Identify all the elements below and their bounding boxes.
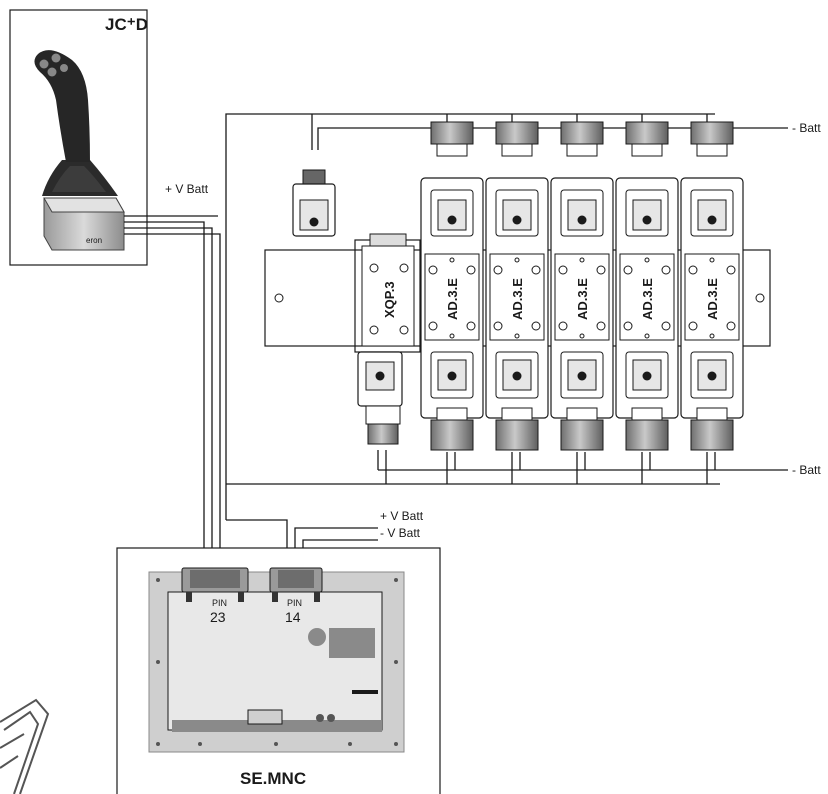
valve-section-label: AD.3.E xyxy=(640,278,655,320)
valve-section-4: AD.3.E xyxy=(615,121,679,451)
pin-number-left: 23 xyxy=(210,609,226,625)
valve-section-label: AD.3.E xyxy=(510,278,525,320)
pin-label-right: PIN xyxy=(287,598,302,608)
inlet-valve-label: XQP.3 xyxy=(382,281,397,318)
joystick-cable-3 xyxy=(124,233,221,568)
wiring xyxy=(124,113,788,568)
pin-label-left: PIN xyxy=(212,598,227,608)
controller-connector-23 xyxy=(181,567,249,602)
controller-name: SE.MNC xyxy=(240,769,306,788)
db-port xyxy=(247,709,283,725)
joystick-panel: JC⁺D eron xyxy=(9,9,148,266)
mechanical-frame-fragment xyxy=(0,698,50,794)
label-controller-pos: + V Batt xyxy=(380,509,424,523)
valve-section-label: AD.3.E xyxy=(575,278,590,320)
valve-bank: XQP.3 AD.3.E xyxy=(264,121,771,451)
top-bus-wire xyxy=(225,113,715,520)
label-joystick-supply: + V Batt xyxy=(165,182,209,196)
pin-number-right: 14 xyxy=(285,609,301,625)
label-neg-batt-top: - Batt xyxy=(792,121,821,135)
valve-section-1: AD.3.E xyxy=(420,121,484,451)
joystick-cable-2 xyxy=(124,227,213,568)
valve-section-5: AD.3.E xyxy=(680,121,744,451)
valve-section-label: AD.3.E xyxy=(705,278,720,320)
controller-connector-14 xyxy=(269,567,323,602)
joystick-icon: eron xyxy=(34,50,125,251)
controller-panel: PIN 23 PIN 14 SE.MNC xyxy=(116,547,441,794)
label-neg-batt-bottom: - Batt xyxy=(792,463,821,477)
valve-section-2: AD.3.E xyxy=(485,121,549,451)
inlet-valve-xqp3: XQP.3 xyxy=(354,233,421,445)
valve-section-label: AD.3.E xyxy=(445,278,460,320)
joystick-cable-1 xyxy=(124,221,205,568)
joystick-brand: eron xyxy=(86,236,102,245)
joystick-title: JC⁺D xyxy=(105,15,148,34)
inlet-top-coil xyxy=(292,169,336,237)
label-controller-neg: - V Batt xyxy=(380,526,421,540)
valve-section-3: AD.3.E xyxy=(550,121,614,451)
